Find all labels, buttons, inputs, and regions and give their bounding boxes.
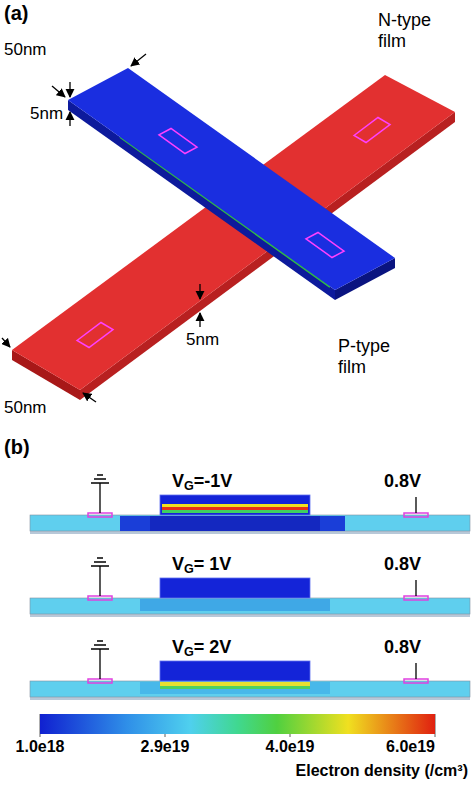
p-type-film — [12, 75, 455, 400]
bias-label: VG= 2V — [172, 637, 231, 660]
colorbar-tick: 6.0e19 — [386, 738, 435, 756]
film-label: P-type film — [338, 336, 418, 377]
bias-label: VG=-1V — [172, 471, 232, 494]
dimension-label: 50nm — [4, 398, 47, 418]
bias-label: 0.8V — [384, 637, 421, 658]
cross-sections — [30, 475, 470, 737]
dimension-label: 5nm — [186, 330, 219, 350]
colorbar-tick: 4.0e19 — [266, 738, 315, 756]
bias-label: 0.8V — [384, 471, 421, 492]
colorbar-title: Electron density (/cm³) — [296, 762, 468, 780]
bias-label: VG= 1V — [172, 554, 231, 577]
dimension-arrows — [2, 54, 200, 402]
panel-label: (a) — [4, 2, 28, 25]
dimension-label: 50nm — [4, 40, 47, 60]
bias-label: 0.8V — [384, 554, 421, 575]
colorbar-tick: 2.9e19 — [141, 738, 190, 756]
panel-label: (b) — [4, 436, 30, 459]
film-label: N-type film — [378, 10, 458, 51]
colorbar — [40, 714, 435, 734]
dimension-label: 5nm — [30, 104, 63, 124]
colorbar-tick: 1.0e18 — [16, 738, 65, 756]
n-type-film — [68, 68, 395, 300]
